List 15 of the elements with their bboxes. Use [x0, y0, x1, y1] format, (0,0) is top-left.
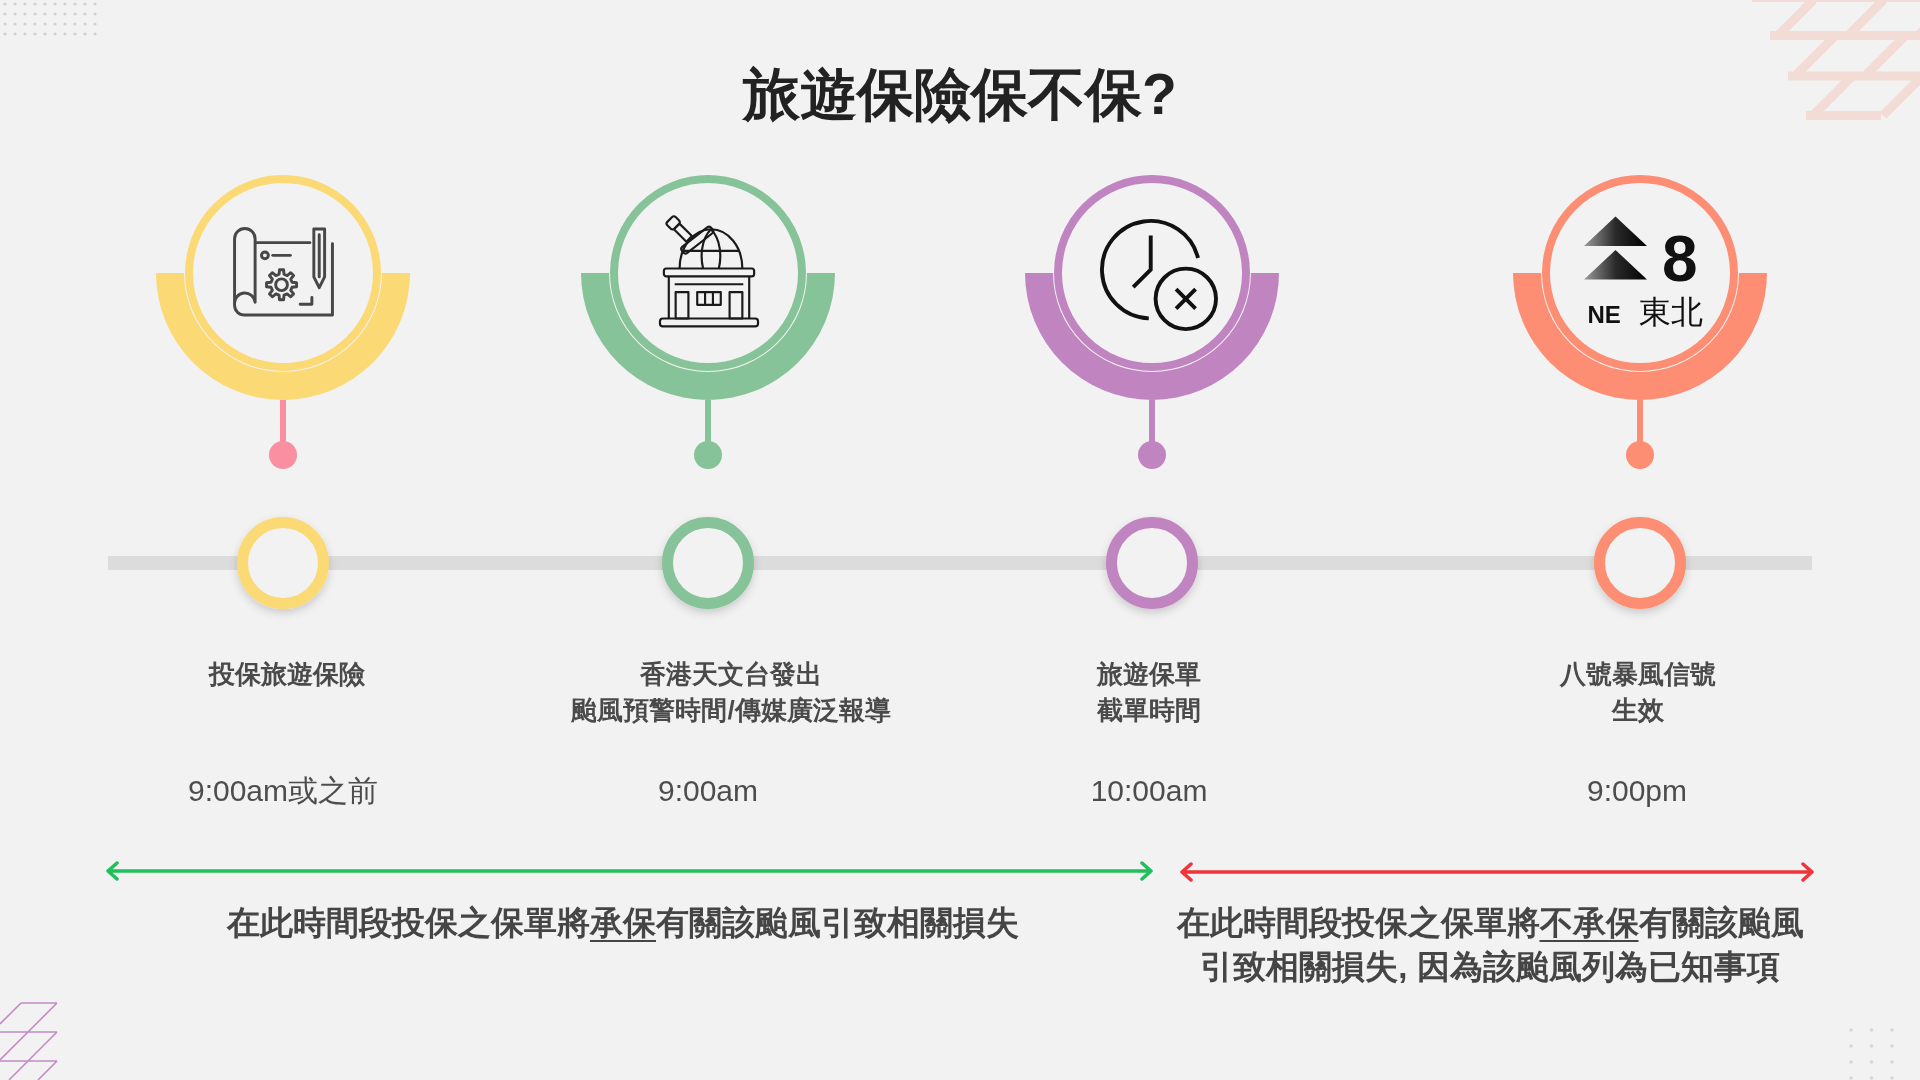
title: 旅遊保險保不保?	[743, 62, 1177, 126]
signal-number: 8	[1662, 227, 1698, 291]
direction-label: NE 東北	[1587, 294, 1703, 332]
event-label: 投保旅遊保險	[209, 658, 365, 691]
time-label: 9:00pm	[1586, 773, 1688, 809]
note-text: 在此時間段投保之保單將承保有關該颱風引致相關損失	[227, 903, 1019, 943]
time-label: 9:00am或之前	[187, 773, 379, 809]
time-label: 10:00am	[1090, 773, 1208, 809]
event-label: 八號暴風信號生效	[1560, 658, 1716, 727]
icon-medallion	[156, 175, 410, 400]
event-label: 旅遊保單截單時間	[1097, 658, 1201, 727]
event-label: 香港天文台發出颱風預警時間/傳媒廣泛報導	[571, 658, 891, 727]
time-label: 9:00am	[657, 773, 759, 809]
icon-medallion	[1513, 175, 1767, 400]
note-text: 在此時間段投保之保單將不承保有關該颱風引致相關損失, 因為該颱風列為已知事項	[1176, 903, 1804, 987]
